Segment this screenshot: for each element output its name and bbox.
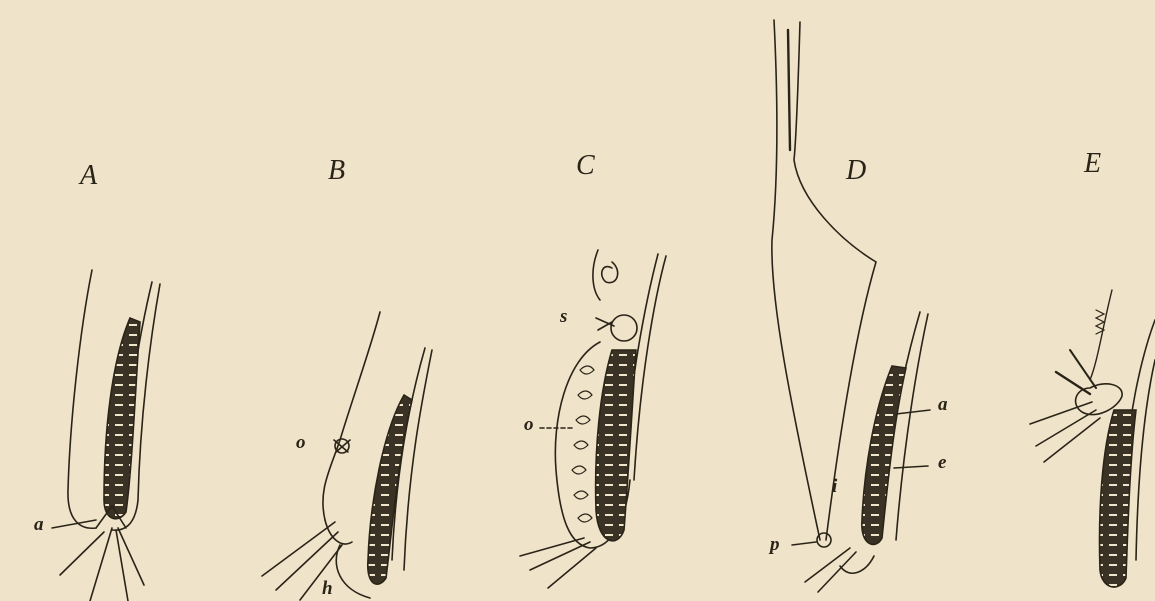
panel-c-drawing [520, 250, 666, 588]
label-p-panel-d: p [770, 534, 780, 556]
panel-label-a: A [80, 160, 97, 192]
label-i-panel-d: i [832, 476, 837, 498]
panel-b-drawing [262, 312, 432, 600]
label-h-panel-b: h [322, 578, 333, 600]
panel-label-b: B [328, 155, 345, 187]
label-a-panel-a: a [34, 514, 44, 536]
panel-label-e: E [1084, 148, 1101, 180]
label-e-panel-d: e [938, 452, 946, 474]
panel-e-drawing [1030, 290, 1155, 587]
panel-d-drawing [772, 20, 930, 592]
panel-label-c: C [576, 150, 595, 182]
label-a-panel-d: a [938, 394, 948, 416]
panel-a-drawing [52, 270, 160, 601]
label-o-panel-c: o [524, 414, 534, 436]
panel-label-d: D [846, 155, 866, 187]
label-o-panel-b: o [296, 432, 306, 454]
label-s-panel-c: s [560, 306, 567, 328]
